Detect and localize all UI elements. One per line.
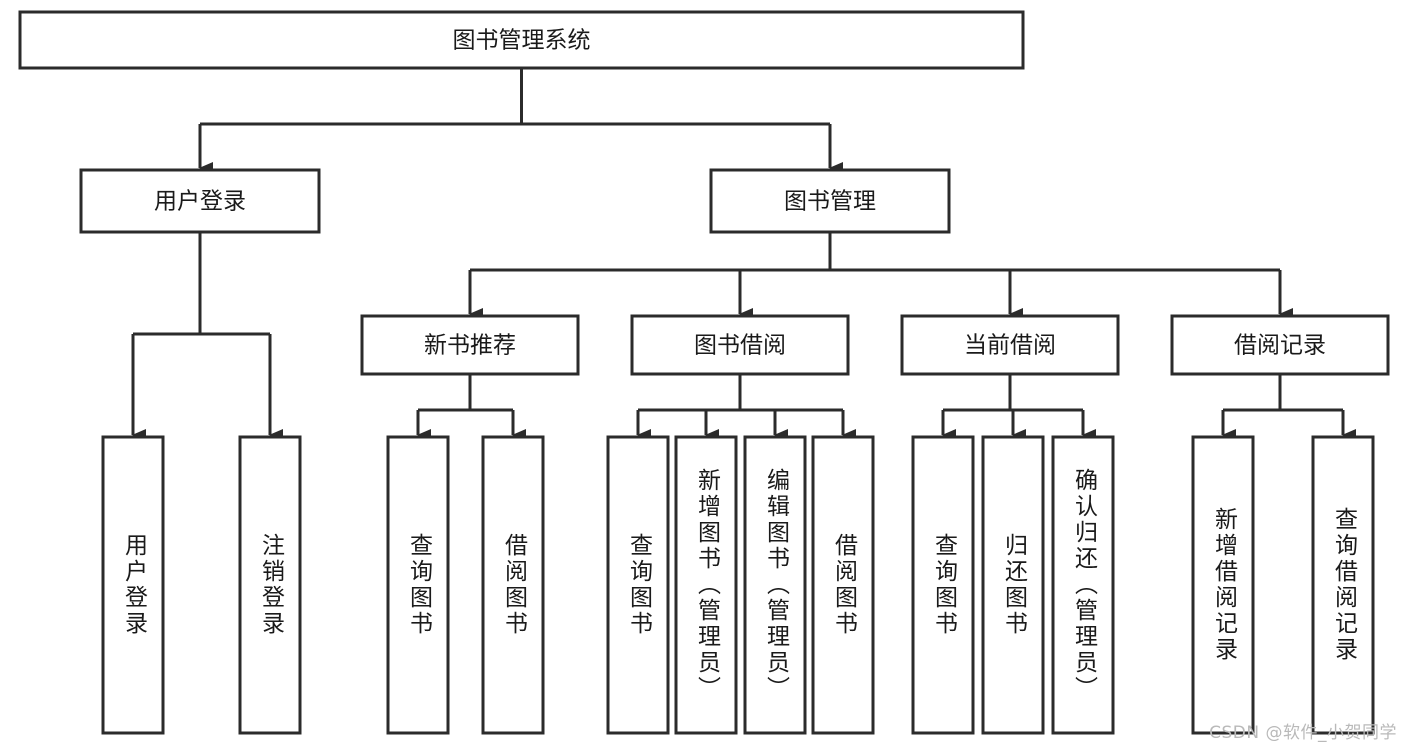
- node-label-leaf-rec-query-book: 查询图书: [405, 533, 432, 637]
- node-box-leaf-cb-query-book[interactable]: [911, 435, 975, 735]
- node-box-new-book-rec[interactable]: [360, 314, 580, 376]
- node-label-root: 图书管理系统: [453, 28, 591, 54]
- node-label-leaf-bb-borrow-book: 借阅图书: [830, 533, 857, 637]
- node-box-leaf-rec-query-book[interactable]: [386, 435, 450, 735]
- node-box-leaf-bb-query-book[interactable]: [606, 435, 670, 735]
- node-label-user-login: 用户登录: [154, 189, 246, 215]
- node-label-leaf-cb-query-book: 查询图书: [930, 533, 957, 637]
- node-label-leaf-user-logout: 注销登录: [257, 533, 284, 637]
- node-label-leaf-rec-borrow-book: 借阅图书: [500, 533, 527, 637]
- node-label-leaf-bb-add-book: 新增图书（管理员）: [693, 468, 720, 702]
- node-box-leaf-bb-add-book[interactable]: [674, 435, 738, 735]
- node-boxes: [18, 10, 1390, 735]
- node-box-leaf-user-login[interactable]: [101, 435, 165, 735]
- node-label-book-manage: 图书管理: [784, 189, 876, 215]
- node-box-current-borrow[interactable]: [900, 314, 1120, 376]
- node-box-root[interactable]: [18, 10, 1025, 70]
- node-label-leaf-cb-confirm-return: 确认归还（管理员）: [1070, 468, 1097, 702]
- connector-edges: [131, 68, 1356, 441]
- node-box-borrow-record[interactable]: [1170, 314, 1390, 376]
- node-box-leaf-cb-return-book[interactable]: [981, 435, 1045, 735]
- node-box-user-login[interactable]: [79, 168, 321, 234]
- node-label-leaf-user-login: 用户登录: [120, 533, 147, 637]
- node-label-book-borrow: 图书借阅: [694, 333, 786, 359]
- node-box-leaf-user-logout[interactable]: [238, 435, 302, 735]
- node-box-leaf-br-add-record[interactable]: [1191, 435, 1255, 735]
- node-box-book-manage[interactable]: [709, 168, 951, 234]
- node-label-leaf-bb-query-book: 查询图书: [625, 533, 652, 637]
- node-box-book-borrow[interactable]: [630, 314, 850, 376]
- node-label-current-borrow: 当前借阅: [964, 333, 1056, 359]
- node-label-leaf-bb-edit-book: 编辑图书（管理员）: [762, 468, 789, 702]
- node-box-leaf-bb-edit-book[interactable]: [743, 435, 807, 735]
- node-box-leaf-br-query-record[interactable]: [1311, 435, 1375, 735]
- node-label-leaf-br-add-record: 新增借阅记录: [1210, 507, 1237, 663]
- node-box-leaf-bb-borrow-book[interactable]: [811, 435, 875, 735]
- node-label-leaf-br-query-record: 查询借阅记录: [1330, 507, 1357, 663]
- node-box-leaf-rec-borrow-book[interactable]: [481, 435, 545, 735]
- node-label-new-book-rec: 新书推荐: [424, 333, 516, 359]
- node-label-borrow-record: 借阅记录: [1234, 333, 1326, 359]
- node-box-leaf-cb-confirm-return[interactable]: [1051, 435, 1115, 735]
- node-label-leaf-cb-return-book: 归还图书: [1000, 533, 1027, 637]
